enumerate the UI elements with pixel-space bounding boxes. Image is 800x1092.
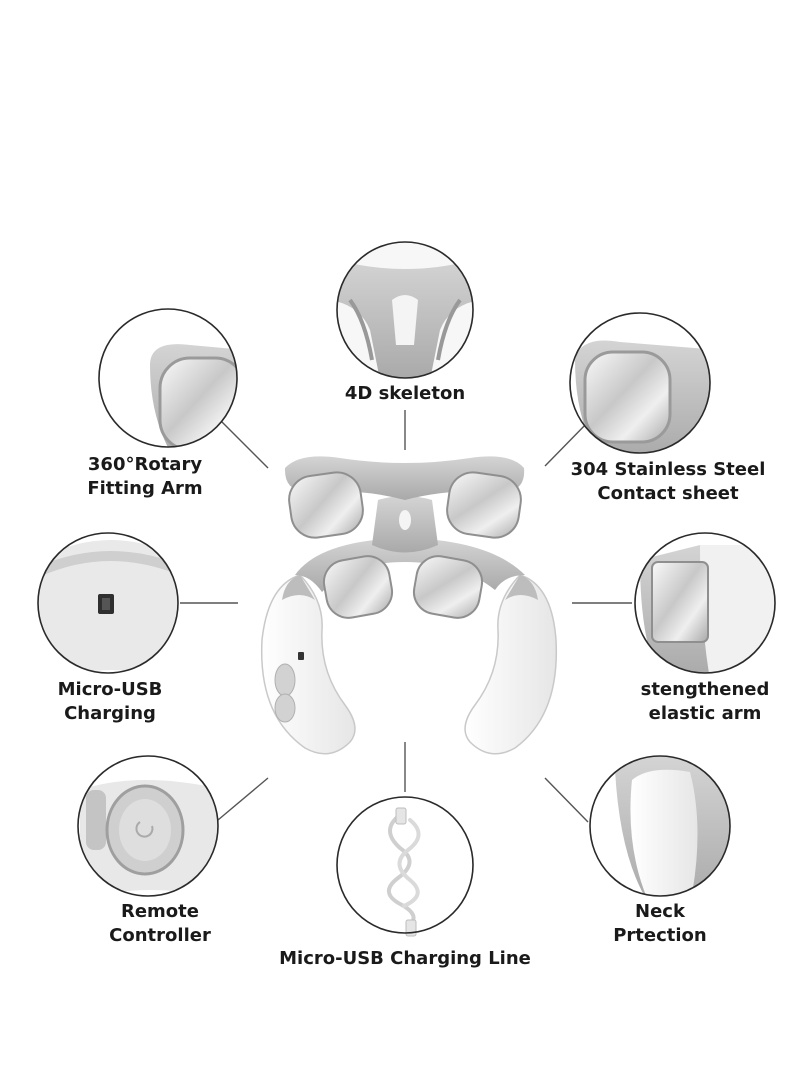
neck-massager-device — [260, 456, 558, 755]
connector-lines — [180, 410, 632, 823]
elastic-arm-detail-circle — [634, 532, 776, 674]
label-charging-line: Micro-USB Charging Line — [255, 947, 555, 971]
label-charging-line-line1: Micro-USB Charging Line — [279, 948, 531, 969]
label-neck-protection-line2: Prtection — [613, 925, 707, 946]
connector-neck — [544, 777, 589, 823]
remote-detail-circle — [77, 755, 219, 897]
label-elastic-arm-line1: stengthened — [640, 679, 770, 700]
label-usb-charging-line2: Charging — [64, 703, 156, 724]
label-4d-skeleton: 4D skeleton — [305, 382, 505, 406]
connector-remote — [217, 777, 269, 821]
label-4d-skeleton-line1: 4D skeleton — [344, 383, 466, 404]
label-neck-protection-line1: Neck — [635, 901, 685, 922]
label-rotary-arm-line2: Fitting Arm — [87, 478, 203, 499]
label-steel-sheet-line2: Contact sheet — [597, 483, 739, 504]
label-remote: Remote Controller — [80, 900, 240, 948]
neck-protection-detail-circle — [589, 755, 731, 897]
label-rotary-arm-line1: 360°Rotary — [87, 454, 203, 475]
connector-steel — [544, 419, 591, 467]
label-remote-line2: Controller — [109, 925, 211, 946]
usb-charging-detail-circle — [37, 532, 179, 674]
label-remote-line1: Remote — [120, 901, 199, 922]
label-elastic-arm-line2: elastic arm — [648, 703, 762, 724]
label-usb-charging-line1: Micro-USB — [57, 679, 163, 700]
connector-rotary — [219, 419, 269, 469]
label-usb-charging: Micro-USB Charging — [30, 678, 190, 726]
label-steel-sheet: 304 Stainless Steel Contact sheet — [548, 458, 788, 506]
rotary-arm-detail-circle — [98, 308, 238, 448]
skeleton-detail-circle — [336, 241, 474, 379]
label-neck-protection: Neck Prtection — [580, 900, 740, 948]
charging-line-detail-circle — [336, 796, 474, 937]
label-rotary-arm: 360°Rotary Fitting Arm — [55, 453, 235, 501]
label-steel-sheet-line1: 304 Stainless Steel — [570, 459, 766, 480]
label-elastic-arm: stengthened elastic arm — [610, 678, 800, 726]
steel-sheet-detail-circle — [569, 312, 711, 454]
